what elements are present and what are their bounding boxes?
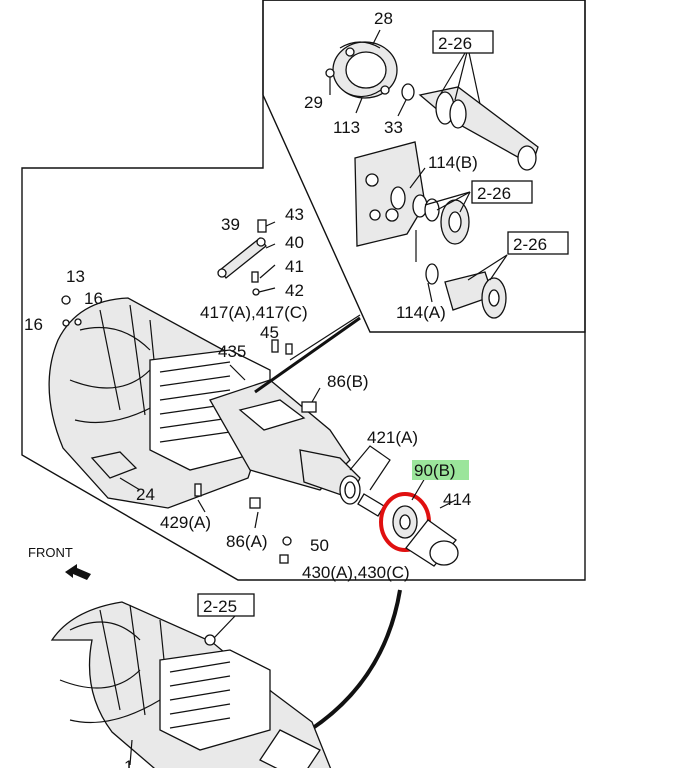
label-24: 24 (136, 485, 155, 504)
output-shaft (418, 47, 539, 171)
label-ref-2-26-low: 2-26 (513, 235, 547, 254)
part-414-sleeve (405, 499, 459, 567)
label-16-right: 16 (84, 289, 103, 308)
label-417: 417(A),417(C) (200, 303, 308, 322)
label-114b: 114(B) (428, 153, 478, 172)
label-ref-2-26-top: 2-26 (438, 34, 472, 53)
label-86a: 86(A) (226, 532, 268, 551)
ref-box-2-26-low (507, 231, 569, 255)
label-421a: 421(A) (367, 428, 418, 447)
lower-transmission-view (50, 601, 332, 768)
shift-lever-linkage (217, 219, 276, 296)
label-39: 39 (221, 215, 240, 234)
label-43: 43 (285, 205, 304, 224)
label-435: 435 (218, 342, 246, 361)
part-90b (392, 505, 418, 539)
label-33: 33 (384, 118, 403, 137)
curve-to-lower-view (308, 589, 402, 732)
label-ref-2-25: 2-25 (203, 597, 237, 616)
leader-45 (289, 314, 361, 361)
countershaft-gear (425, 254, 508, 319)
intermediate-plate (354, 141, 471, 262)
rear-cover-assembly (325, 29, 415, 117)
label-429a: 429(A) (160, 513, 211, 532)
highlight-90b (412, 460, 469, 480)
label-41: 41 (285, 257, 304, 276)
label-16-left: 16 (24, 315, 43, 334)
detail-inset-frame (262, 0, 586, 333)
label-86b: 86(B) (327, 372, 369, 391)
label-114a: 114(A) (396, 303, 446, 322)
shaft-leader (254, 316, 361, 394)
bolt-29 (325, 68, 335, 78)
label-28: 28 (374, 9, 393, 28)
label-414: 414 (443, 490, 471, 509)
front-arrow-icon (65, 564, 91, 580)
label-45: 45 (260, 323, 279, 342)
label-1: 1 (124, 757, 133, 768)
bracket-24 (90, 451, 138, 479)
label-ref-2-26-mid: 2-26 (477, 184, 511, 203)
label-113: 113 (333, 118, 360, 137)
ref-box-2-25 (197, 593, 255, 617)
ref-box-2-26-mid (471, 180, 533, 204)
label-42: 42 (285, 281, 304, 300)
label-430: 430(A),430(C) (302, 563, 410, 582)
label-90b: 90(B) (414, 461, 456, 480)
label-40: 40 (285, 233, 304, 252)
label-front: FRONT (28, 545, 73, 560)
leader-421a (349, 445, 391, 491)
ref-box-2-26-top (432, 30, 494, 54)
label-50: 50 (310, 536, 329, 555)
label-13: 13 (66, 267, 85, 286)
label-29: 29 (304, 93, 323, 112)
seal-33 (401, 83, 415, 101)
bolt-86b (301, 401, 317, 413)
